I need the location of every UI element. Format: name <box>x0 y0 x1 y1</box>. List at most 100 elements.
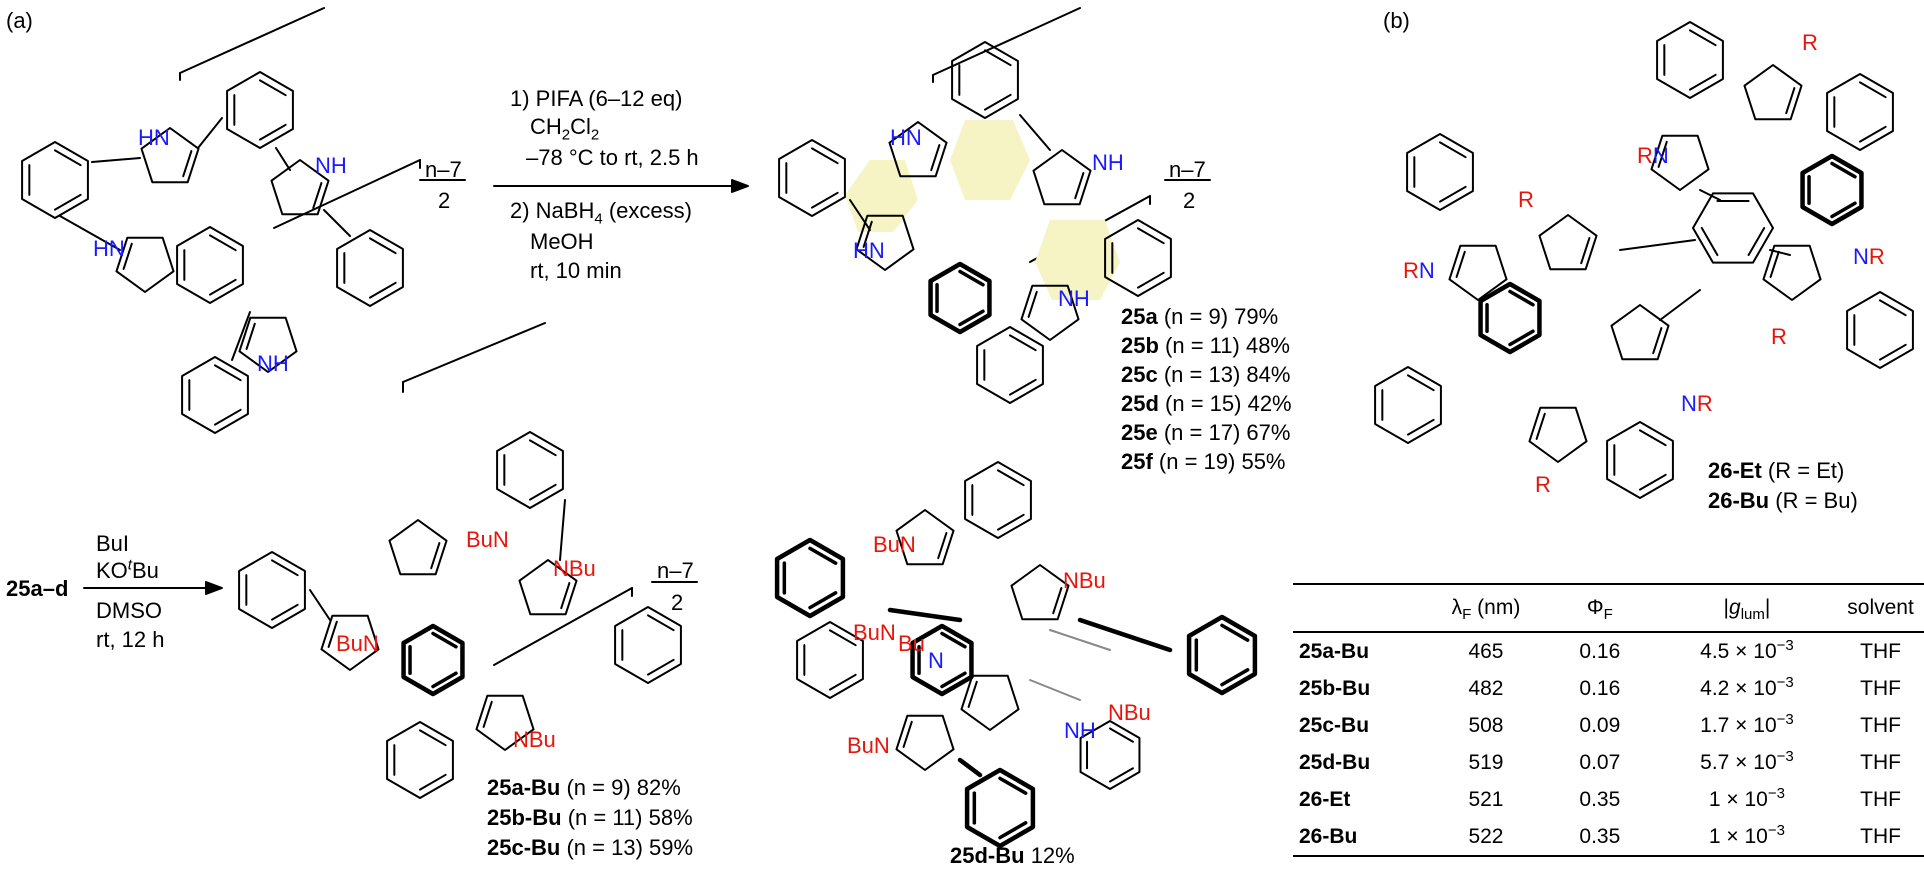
benzene-ring <box>176 226 244 304</box>
product-bu-entry: 25a-Bu (n = 9) 82% <box>487 775 681 800</box>
fraction-numerator: n–7 <box>1169 157 1206 182</box>
solvent-cell: THF <box>1860 750 1901 774</box>
benzene-ring <box>386 721 454 799</box>
table-header-compound <box>1293 583 1430 633</box>
compound-cell: 26-Et <box>1299 787 1351 811</box>
lambda-cell: 519 <box>1468 750 1504 774</box>
benzene-ring <box>1846 291 1914 369</box>
single-bond <box>91 157 141 163</box>
solvent-cell: THF <box>1860 713 1901 737</box>
glum-cell: 1 × 10−3 <box>1656 818 1838 857</box>
compound-cell: 26-Bu <box>1293 818 1430 857</box>
double-bond <box>930 144 941 172</box>
double-bond <box>431 631 458 649</box>
single-bond <box>957 757 983 778</box>
table-header-phi: ΦF <box>1542 583 1657 633</box>
double-bond <box>54 193 82 211</box>
glum-cell: 4.5 × 10−3 <box>1700 636 1794 663</box>
double-bond <box>1879 343 1907 361</box>
product-25-entry: 25a (n = 9) 79% <box>1121 304 1279 329</box>
fused-highlight <box>845 160 918 232</box>
double-bond <box>1109 727 1134 743</box>
fraction-numerator: n–7 <box>425 157 462 182</box>
product-25-entry: 25d (n = 15) 42% <box>1121 391 1292 416</box>
step1-reagent-1: 1) PIFA (6–12 eq) <box>510 86 683 111</box>
pyrrole-ring <box>1743 64 1803 121</box>
double-bond <box>1785 87 1796 115</box>
solvent-cell: THF <box>1837 818 1924 857</box>
double-bond <box>998 821 1028 840</box>
double-bond <box>122 242 133 270</box>
double-bond <box>902 720 913 748</box>
double-bond <box>862 220 873 248</box>
pyrrole-ring <box>475 694 535 751</box>
table-header-solvent: solvent <box>1837 583 1924 633</box>
double-bond <box>182 150 193 178</box>
atom-nh: NH <box>1092 150 1124 175</box>
step1-time: rt, 10 min <box>530 258 622 283</box>
double-bond <box>369 237 397 255</box>
double-bond <box>271 559 299 577</box>
single-bond <box>887 607 963 623</box>
single-bond <box>849 199 871 231</box>
step2-reagent-2: KOtBu <box>96 556 159 583</box>
double-bond <box>997 469 1025 487</box>
double-bond <box>940 671 967 689</box>
single-bond <box>231 311 251 361</box>
double-bond <box>998 776 1028 795</box>
benzene-ring <box>1800 153 1864 227</box>
pyrrole-ring <box>855 214 915 271</box>
pyrrole-ring <box>895 714 955 771</box>
double-bond <box>1407 418 1435 436</box>
atom-hn: HN <box>890 125 922 150</box>
atom-bun: BuN <box>336 631 379 656</box>
double-bond <box>431 671 458 689</box>
double-bond <box>958 309 985 327</box>
benzene-ring <box>796 621 864 699</box>
double-bond <box>1027 290 1038 318</box>
double-bond <box>1137 271 1165 289</box>
atom-r: R <box>1771 324 1787 349</box>
double-bond <box>1220 623 1250 642</box>
single-bond <box>1077 617 1173 653</box>
step2-reagent-1: BuI <box>96 531 130 556</box>
single-bond <box>559 499 566 561</box>
double-bond <box>54 149 82 167</box>
pyrrole-ring <box>518 559 578 616</box>
lambda-cell: 522 <box>1429 818 1543 857</box>
pyrrole-ring <box>1650 134 1710 191</box>
phi-cell: 0.16 <box>1579 639 1621 663</box>
double-bond <box>811 191 839 209</box>
double-bond <box>811 147 839 165</box>
double-bond <box>937 532 948 560</box>
single-bond <box>1029 679 1081 701</box>
benzene-ring <box>1656 21 1724 99</box>
double-bond <box>1137 227 1165 245</box>
double-bond <box>245 322 256 350</box>
pyrrole-ring <box>1762 244 1822 301</box>
double-bond <box>1535 412 1546 440</box>
double-bond <box>1439 185 1467 203</box>
double-bond <box>984 49 1012 67</box>
fraction-denominator: 2 <box>671 590 684 615</box>
double-bond <box>430 542 441 570</box>
benzene-ring <box>614 606 682 684</box>
pyrrole-ring <box>1538 214 1598 271</box>
pyrrole-ring <box>1448 244 1508 301</box>
double-bond <box>1109 767 1134 783</box>
lambda-cell: 465 <box>1468 639 1504 663</box>
atom-nr: NR <box>1853 244 1885 269</box>
product-25-entry: 25c (n = 13) 84% <box>1121 362 1291 387</box>
bracket <box>179 7 325 74</box>
double-bond <box>209 234 237 252</box>
double-bond <box>1455 250 1466 278</box>
double-bond <box>1689 29 1717 47</box>
benzene-ring <box>1186 614 1258 696</box>
step1-solvent: CH2Cl2 <box>530 114 600 144</box>
atom-bun: BuN <box>853 620 896 645</box>
double-bond <box>1508 289 1535 307</box>
double-bond <box>829 673 857 691</box>
double-bond <box>214 408 242 426</box>
